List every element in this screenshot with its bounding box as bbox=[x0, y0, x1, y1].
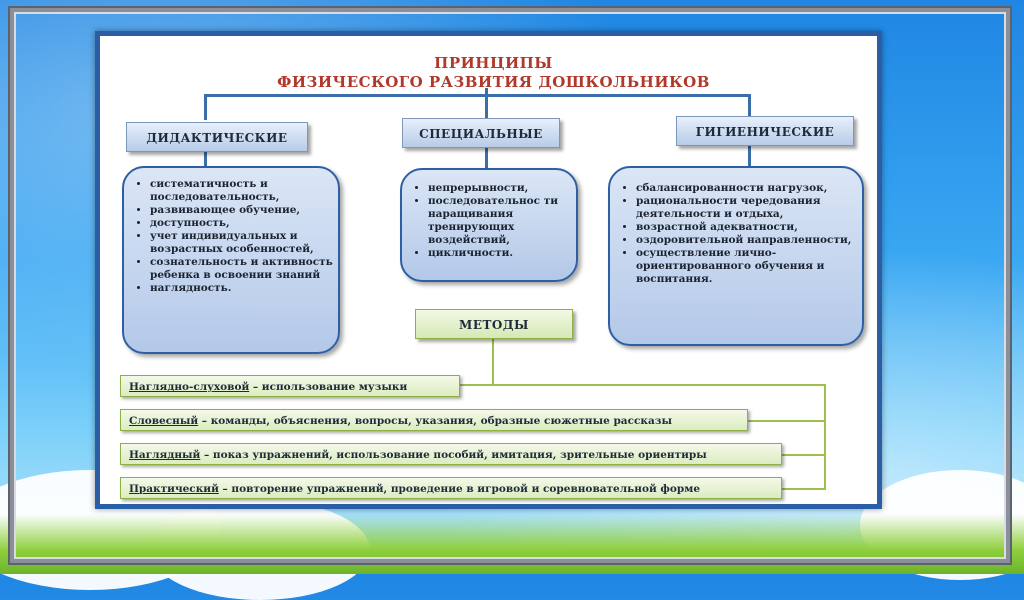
list-item: последовательнос ти наращивания тренирую… bbox=[428, 195, 576, 247]
list-item: цикличности. bbox=[428, 247, 576, 260]
list-item: доступность, bbox=[150, 217, 338, 230]
diagram-panel: ПРИНЦИПЫ ФИЗИЧЕСКОГО РАЗВИТИЯ ДОШКОЛЬНИК… bbox=[95, 31, 882, 509]
connector-line bbox=[204, 94, 207, 120]
connector-line bbox=[204, 94, 750, 97]
connector-line bbox=[780, 454, 826, 456]
method-name: Словесный bbox=[129, 415, 198, 427]
method-name: Наглядно-слуховой bbox=[129, 381, 249, 393]
category-hygienic: ГИГИЕНИЧЕСКИЕ bbox=[676, 116, 854, 146]
list-item: непрерывности, bbox=[428, 182, 576, 195]
method-verbal: Словесный – команды, объяснения, вопросы… bbox=[120, 409, 748, 431]
method-description: – использование музыки bbox=[249, 381, 407, 393]
method-visual-auditory: Наглядно-слуховой – использование музыки bbox=[120, 375, 460, 397]
list-item: рациональности чередования деятельности … bbox=[636, 195, 862, 221]
method-name: Практический bbox=[129, 483, 219, 495]
method-description: – повторение упражнений, проведение в иг… bbox=[219, 483, 700, 495]
list-item: оздоровительной направленности, bbox=[636, 234, 862, 247]
connector-line bbox=[492, 338, 494, 386]
connector-line bbox=[745, 420, 826, 422]
title-line-2: ФИЗИЧЕСКОГО РАЗВИТИЯ ДОШКОЛЬНИКОВ bbox=[100, 73, 887, 91]
connector-line bbox=[824, 384, 826, 490]
list-item: возрастной адекватности, bbox=[636, 221, 862, 234]
connector-line bbox=[748, 146, 751, 168]
hygienic-principles-box: сбалансированности нагрузок, рационально… bbox=[608, 166, 864, 346]
method-name: Наглядный bbox=[129, 449, 200, 461]
list-item: учет индивидуальных и возрастных особенн… bbox=[150, 230, 338, 256]
list-item: развивающее обучение, bbox=[150, 204, 338, 217]
list-item: сознательность и активность ребенка в ос… bbox=[150, 256, 338, 282]
connector-line bbox=[485, 94, 488, 120]
title-line-1: ПРИНЦИПЫ bbox=[100, 54, 887, 72]
list-item: наглядность. bbox=[150, 282, 338, 295]
connector-line bbox=[456, 384, 826, 386]
connector-line bbox=[780, 488, 826, 490]
method-description: – команды, объяснения, вопросы, указания… bbox=[198, 415, 672, 427]
methods-header: МЕТОДЫ bbox=[415, 309, 573, 339]
didactic-principles-box: систематичность и последовательность, ра… bbox=[122, 166, 340, 354]
method-visual: Наглядный – показ упражнений, использова… bbox=[120, 443, 782, 465]
special-principles-box: непрерывности, последовательнос ти наращ… bbox=[400, 168, 578, 282]
hygienic-list: сбалансированности нагрузок, рационально… bbox=[610, 182, 862, 286]
list-item: систематичность и последовательность, bbox=[150, 178, 338, 204]
list-item: сбалансированности нагрузок, bbox=[636, 182, 862, 195]
special-list: непрерывности, последовательнос ти наращ… bbox=[402, 182, 576, 260]
didactic-list: систематичность и последовательность, ра… bbox=[124, 178, 338, 295]
method-description: – показ упражнений, использование пособи… bbox=[200, 449, 706, 461]
category-special: СПЕЦИАЛЬНЫЕ bbox=[402, 118, 560, 148]
list-item: осуществление лично-ориентированного обу… bbox=[636, 247, 862, 286]
method-practical: Практический – повторение упражнений, пр… bbox=[120, 477, 782, 499]
category-didactic: ДИДАКТИЧЕСКИЕ bbox=[126, 122, 308, 152]
connector-line bbox=[748, 94, 751, 116]
connector-line bbox=[485, 148, 488, 170]
